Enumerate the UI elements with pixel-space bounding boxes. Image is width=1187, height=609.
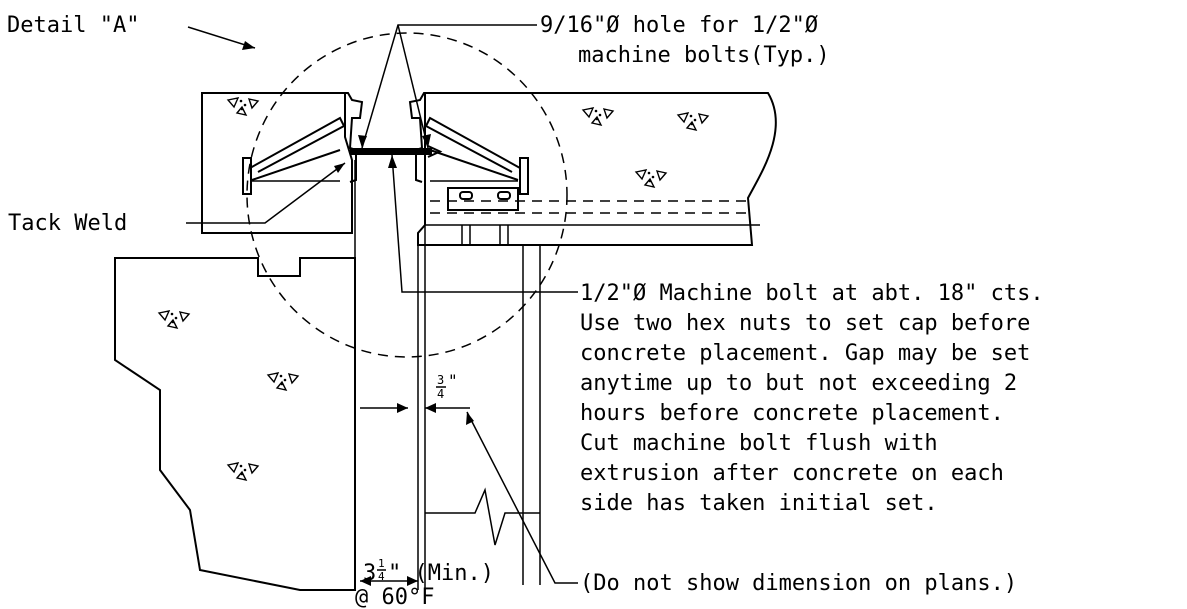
right-extrusion xyxy=(408,92,432,183)
min-gap-whole: 3 xyxy=(363,561,376,586)
left-extrusion xyxy=(340,92,364,183)
tack-weld-label: Tack Weld xyxy=(8,211,127,236)
hole-note-line-1: 9/16"Ø hole for 1/2"Ø xyxy=(540,13,818,38)
detail-a-circle xyxy=(246,32,568,358)
bolt-note-line-6: Cut machine bolt flush with xyxy=(580,431,938,456)
detail-a-label: Detail "A" xyxy=(7,13,139,38)
left-abutment xyxy=(114,257,356,591)
min-gap-den: 4 xyxy=(378,570,385,583)
gap-fraction-num: 3 xyxy=(437,373,444,387)
tack-weld-leader xyxy=(186,162,346,224)
bolt-leader xyxy=(391,154,578,293)
bolt-block xyxy=(447,187,519,211)
break-line xyxy=(425,487,540,546)
min-gap-num: 1 xyxy=(378,557,385,570)
bolt-note-line-2: Use two hex nuts to set cap before xyxy=(580,311,1030,336)
min-gap-rest: " (Min.) xyxy=(388,561,494,586)
aggregate-mark xyxy=(227,97,259,116)
bolt-note-line-1: 1/2"Ø Machine bolt at abt. 18" cts. xyxy=(580,281,1044,306)
gap-fraction-inch: " xyxy=(448,371,458,390)
bolt-note-line-8: side has taken initial set. xyxy=(580,491,938,516)
gap-fraction-den: 4 xyxy=(437,387,444,401)
temperature-label: @ 60°F xyxy=(355,585,434,609)
right-deck-slab xyxy=(417,92,777,246)
bolt-note-line-4: anytime up to but not exceeding 2 xyxy=(580,371,1017,396)
detail-leader xyxy=(187,26,256,49)
bolt-note-line-3: concrete placement. Gap may be set xyxy=(580,341,1030,366)
dim-note-leader xyxy=(466,411,578,584)
left-anchor-arm xyxy=(249,116,346,181)
dim-note-label: (Do not show dimension on plans.) xyxy=(580,571,1017,596)
machine-bolt xyxy=(350,148,432,155)
right-anchor-arm xyxy=(424,116,521,181)
bolt-note-line-5: hours before concrete placement. xyxy=(580,401,1004,426)
hole-note-line-2: machine bolts(Typ.) xyxy=(578,43,830,68)
bolt-note-line-7: extrusion after concrete on each xyxy=(580,461,1004,486)
left-deck-slab xyxy=(201,92,353,234)
